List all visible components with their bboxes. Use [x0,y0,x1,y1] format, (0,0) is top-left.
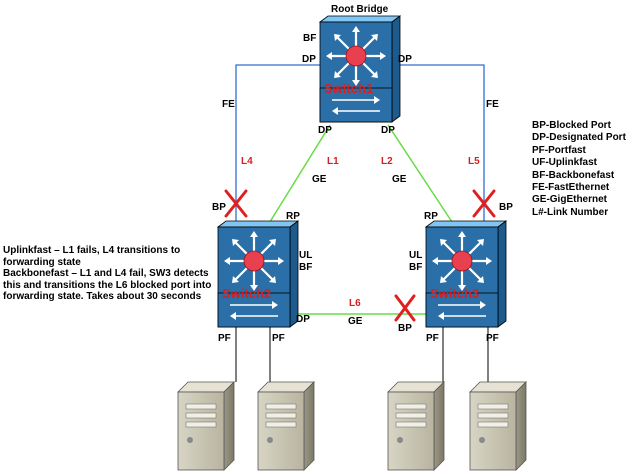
switch2-icon [216,220,300,328]
explanation-notes: Uplinkfast – L1 fails, L4 transitions to… [3,245,213,303]
server-icon-3 [387,381,445,471]
switch3-icon [424,220,508,328]
legend-item: BF-Backbonefast [532,169,615,181]
ge-link-l1 [267,124,331,226]
legend-item: GE-GigEthernet [532,194,608,206]
link-l2-label: L2 [381,156,393,167]
server-icon-2 [257,381,315,471]
legend-item: FE-FastEthernet [532,182,610,194]
legend-item: PF-Portfast [532,144,586,156]
uplinkfast-note: Uplinkfast – L1 fails, L4 transitions to… [3,245,181,268]
ul-s2-label: UL [299,250,312,261]
link-l1-label: L1 [327,156,339,167]
link-l4-label: L4 [241,156,253,167]
ge-right-label: GE [392,174,407,185]
server-icon-1 [177,381,235,471]
rp-s2-label: RP [286,211,300,222]
ge-left-label: GE [312,174,327,185]
ul-s3-label: UL [409,250,422,261]
switch3-name: Switch3 [430,286,479,301]
bf-s2-label: BF [299,262,312,273]
pf3-label: PF [426,333,439,344]
switch1-name: Switch1 [324,81,373,96]
s1-bf-label: BF [303,33,316,44]
blocked-x-icon-l6 [394,294,416,322]
s1-dp-left-label: DP [302,54,316,65]
pf1-label: PF [218,333,231,344]
blocked-x-icon-l5 [472,189,496,218]
legend-item: L#-Link Number [532,206,609,218]
s1-dp-bottom-right-label: DP [381,125,395,136]
dp-s2-label: DP [296,314,310,325]
link-l6-label: L6 [349,298,361,309]
pf4-label: PF [486,333,499,344]
server-icon-4 [469,381,527,471]
fe-right-label: FE [486,99,499,110]
link-l5-label: L5 [468,156,480,167]
fe-left-label: FE [222,99,235,110]
root-bridge-title: Root Bridge [331,4,389,15]
s1-dp-bottom-left-label: DP [318,125,332,136]
pf2-label: PF [272,333,285,344]
bp-s3-bottom-label: BP [398,323,412,334]
s1-dp-right-label: DP [398,54,412,65]
switch1-icon [318,15,402,123]
fe-link-l4 [235,64,320,225]
legend-item: DP-Designated Port [532,132,626,144]
bp-s2-label: BP [212,202,226,213]
backbonefast-note: Backbonefast – L1 and L4 fail, SW3 detec… [3,268,212,303]
blocked-x-icon-l4 [224,189,248,218]
switch2-name: Switch2 [222,286,271,301]
legend: BP-Blocked Port DP-Designated Port PF-Po… [532,120,626,219]
legend-item: BP-Blocked Port [532,120,611,131]
rp-s3-label: RP [424,211,438,222]
ge-bottom-label: GE [348,316,363,327]
bf-s3-label: BF [409,262,422,273]
fe-link-l5 [400,64,485,225]
bp-s3-top-label: BP [499,202,513,213]
legend-item: UF-Uplinkfast [532,157,597,169]
ge-link-l2 [387,124,455,226]
